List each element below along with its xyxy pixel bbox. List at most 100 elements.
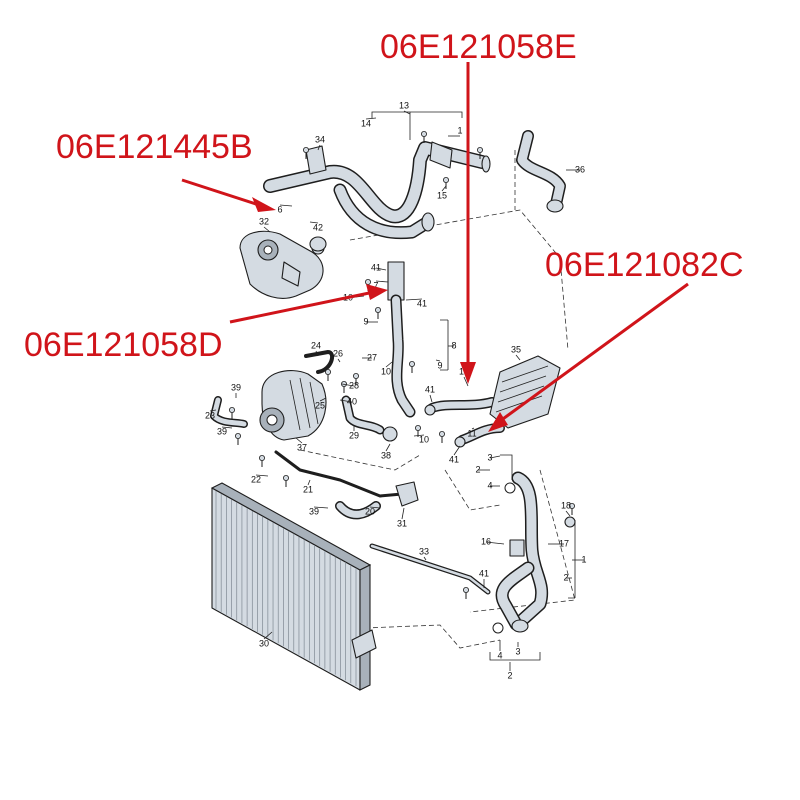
leader-42 (309, 221, 319, 224)
callout-7: 7 (373, 280, 378, 290)
leader-32 (263, 226, 271, 233)
arrow-left (181, 178, 263, 208)
callout-37: 37 (297, 442, 307, 452)
leader-10-2 (385, 361, 393, 368)
leader-39-3 (313, 506, 329, 509)
callout-8: 8 (451, 340, 456, 350)
callout-3: 3 (487, 452, 492, 462)
leader-12 (463, 376, 469, 387)
callout-3-2: 3 (515, 646, 520, 656)
oil-cooler (489, 355, 561, 429)
leader-18 (565, 510, 571, 517)
part-code-left: 06E121445B (56, 128, 253, 166)
callout-23: 23 (205, 410, 215, 420)
leader-30 (263, 631, 273, 640)
leader-41-2 (405, 298, 423, 301)
leader-24 (315, 350, 319, 357)
leader-34 (317, 144, 321, 151)
hose-36 (516, 130, 566, 213)
callout-35: 35 (511, 344, 521, 354)
hose-12 (424, 397, 505, 448)
bolts (228, 130, 576, 599)
callout-1-2: 1 (581, 554, 586, 564)
callout-41-5: 41 (479, 568, 489, 578)
arrow-bottom-head (366, 284, 388, 300)
callout-25: 25 (315, 400, 325, 410)
arrow-top-head (460, 362, 476, 384)
leader-33 (423, 556, 427, 561)
callout-26: 26 (333, 348, 343, 358)
group-boundaries (299, 150, 576, 649)
leader-41-3 (429, 394, 433, 403)
leader-6 (279, 204, 293, 207)
callout-42: 42 (313, 222, 323, 232)
callout-11: 11 (467, 428, 476, 438)
callout-39-2: 39 (217, 426, 227, 436)
part-code-right: 06E121082C (545, 246, 744, 284)
leader-20 (369, 506, 381, 509)
water-pump (239, 230, 325, 299)
alternator (259, 370, 327, 441)
leader-40 (339, 399, 353, 403)
leader-38 (385, 443, 391, 452)
callout-13: 13 (399, 100, 409, 110)
arrow-right-head (488, 412, 508, 432)
leader-39-2 (221, 426, 233, 429)
callout-10-2: 10 (381, 366, 391, 376)
callout-32: 32 (259, 216, 269, 226)
callout-31: 31 (397, 518, 407, 528)
callout-24: 24 (311, 340, 321, 350)
leader-10-3 (413, 434, 425, 437)
callout-40: 40 (347, 396, 357, 406)
part-code-top: 06E121058E (380, 28, 577, 66)
callout-2-2: 2 (563, 572, 568, 582)
pipe-33 (369, 543, 491, 595)
leader-7 (375, 280, 389, 283)
hose-17 (492, 471, 576, 634)
leader-41 (375, 267, 387, 271)
callout-36: 36 (575, 164, 585, 174)
leader-28 (341, 383, 355, 387)
leader-25 (319, 397, 327, 402)
leader-37 (295, 437, 303, 444)
callout-16: 16 (481, 536, 491, 546)
leader-31 (401, 507, 405, 520)
callout-33: 33 (419, 546, 429, 556)
callout-17: 17 (559, 538, 569, 548)
leader-21 (307, 479, 311, 486)
leader-16 (485, 541, 505, 545)
upper-coolant-pipe (263, 141, 491, 252)
callout-41-2: 41 (417, 298, 427, 308)
callout-30: 30 (259, 638, 269, 648)
callout-numbers: 1122233446789910101011121314151617182021… (205, 100, 587, 680)
annotation-arrows (181, 62, 689, 432)
leader-15 (441, 185, 447, 192)
leader-9-2 (435, 359, 441, 362)
part-code-bottom: 06E121058D (24, 326, 223, 364)
arrow-right (495, 282, 689, 426)
callout-41-4: 41 (449, 454, 459, 464)
callout-9: 9 (363, 316, 368, 326)
callout-29: 29 (349, 430, 359, 440)
callout-4-2: 4 (497, 650, 502, 660)
hose-23 (210, 350, 335, 428)
callout-15: 15 (437, 190, 447, 200)
leader-11 (471, 427, 475, 430)
callout-2: 2 (475, 464, 480, 474)
leader-13 (403, 110, 411, 115)
callout-6: 6 (277, 204, 282, 214)
callout-39: 39 (231, 382, 241, 392)
callout-41: 41 (371, 262, 381, 272)
callout-1: 1 (457, 125, 462, 135)
leader-14 (365, 117, 377, 120)
leader-26 (337, 358, 341, 363)
callout-28: 28 (349, 380, 359, 390)
callout-39-3: 39 (309, 506, 319, 516)
callout-27: 27 (367, 352, 377, 362)
callout-20: 20 (365, 506, 375, 516)
callout-14: 14 (361, 118, 371, 128)
leader-23 (209, 409, 217, 412)
hose-8 (387, 261, 416, 418)
